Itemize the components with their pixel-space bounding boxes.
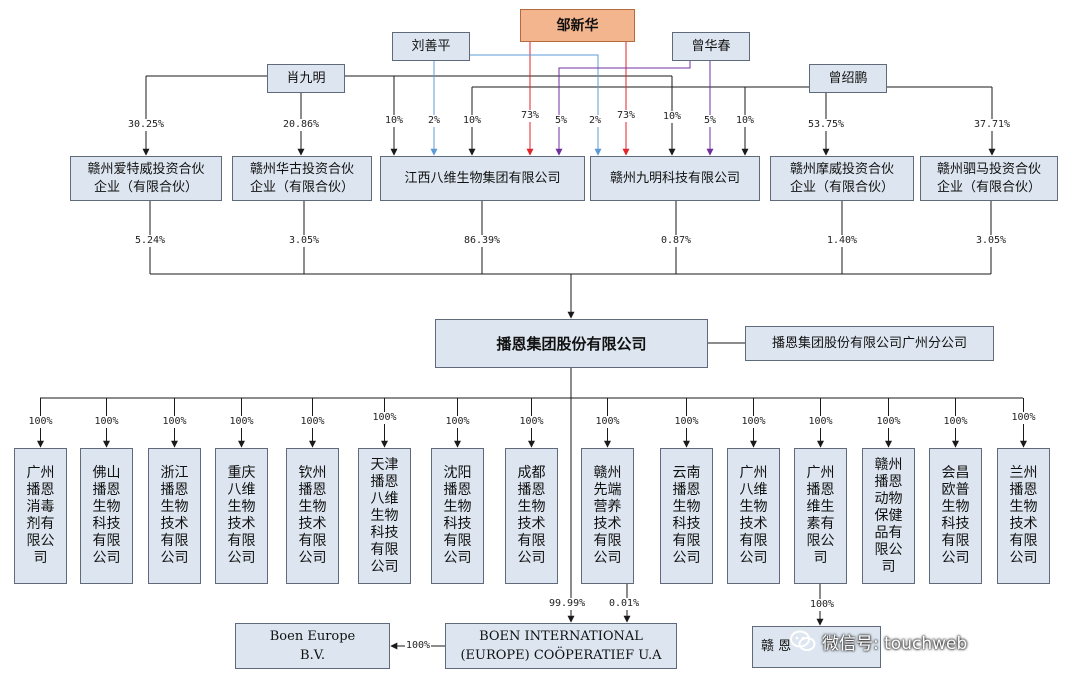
pct-liu-jiangxi: 2% bbox=[426, 115, 442, 127]
entity-boen-europe-bv: Boen Europe B.V. bbox=[235, 623, 390, 669]
pct-subsidiary-6: 100% bbox=[371, 412, 398, 424]
pct-zenghc-jiangxi: 5% bbox=[553, 115, 569, 127]
pct-zeng-jiangxi: 10% bbox=[461, 115, 483, 127]
pct-xianduan-boen-intl: 0.01% bbox=[608, 598, 641, 610]
pct-zou-jiuming: 73% bbox=[615, 110, 637, 122]
pct-subsidiary-8: 100% bbox=[518, 416, 545, 428]
connector-line-16 bbox=[470, 54, 602, 156]
person-zou-xinhua: 邹新华 bbox=[520, 9, 635, 42]
entity-jiangxi-bawei-group: 江西八维生物集团有限公司 bbox=[380, 156, 585, 201]
subsidiary-14: 会昌 欧普 生物 科技 有限 公司 bbox=[929, 448, 982, 584]
pct-liu-jiuming: 2% bbox=[587, 115, 603, 127]
pct-subsidiary-5: 100% bbox=[299, 416, 326, 428]
subsidiary-6: 天津 播恩 八维 生物 科技 有限 公司 bbox=[358, 448, 411, 584]
pct-zenghc-jiuming: 5% bbox=[702, 115, 718, 127]
wechat-watermark: 微信号: touchweb bbox=[790, 628, 967, 654]
subsidiary-8: 成都 播恩 生物 技术 有限 公司 bbox=[505, 448, 558, 584]
main-company-boen-group: 播恩集团股份有限公司 bbox=[435, 319, 708, 368]
pct-subsidiary-15: 100% bbox=[1010, 412, 1037, 424]
pct-subsidiary-7: 100% bbox=[444, 416, 471, 428]
entity-ganzhou-aitewei: 赣州爱特威投资合伙 企业（有限合伙） bbox=[70, 156, 222, 201]
pct-xiao-huagu: 20.86% bbox=[281, 119, 321, 131]
pct-xiao-jiuming: 10% bbox=[661, 111, 683, 123]
pct-aitewei-main: 5.24% bbox=[133, 235, 167, 247]
subsidiary-5: 钦州 播恩 生物 技术 有限 公司 bbox=[286, 448, 339, 584]
subsidiary-11: 广州 八维 生物 技术 有限 公司 bbox=[727, 448, 780, 584]
pct-xiao-aitewei: 30.25% bbox=[126, 119, 166, 131]
pct-jiuming-main: 0.87% bbox=[659, 235, 693, 247]
pct-zou-jiangxi: 73% bbox=[519, 110, 541, 122]
entity-ganzhou-huagu: 赣州华古投资合伙 企业（有限合伙） bbox=[232, 156, 372, 201]
pct-subsidiary-12: 100% bbox=[807, 416, 834, 428]
subsidiary-9: 赣州 先端 营养 技术 有限 公司 bbox=[581, 448, 634, 584]
subsidiary-10: 云南 播恩 生物 科技 有限 公司 bbox=[660, 448, 713, 584]
person-liu-shanping: 刘善平 bbox=[392, 32, 470, 61]
subsidiary-7: 沈阳 播恩 生物 科技 有限 公司 bbox=[431, 448, 484, 584]
pct-zeng-sima: 37.71% bbox=[972, 119, 1012, 131]
pct-subsidiary-10: 100% bbox=[673, 416, 700, 428]
subsidiary-12: 广州 播恩 维生 素有 限公 司 bbox=[794, 448, 847, 584]
pct-jiangxi-main: 86.39% bbox=[462, 235, 502, 247]
subsidiary-4: 重庆 八维 生物 技术 有限 公司 bbox=[215, 448, 268, 584]
subsidiary-13: 赣州 播恩 动物 保健 品有 限公 司 bbox=[862, 448, 915, 584]
person-zeng-shaopeng: 曾绍鹏 bbox=[809, 64, 887, 93]
pct-sima-main: 3.05% bbox=[974, 235, 1008, 247]
subsidiary-15: 兰州 播恩 生物 技术 有限 公司 bbox=[997, 448, 1050, 584]
entity-weisheng-subsidiary: 赣 恩 bbox=[752, 626, 881, 668]
pct-zeng-jiuming: 10% bbox=[734, 115, 756, 127]
subsidiary-3: 浙江 播恩 生物 技术 有限 公司 bbox=[148, 448, 201, 584]
pct-subsidiary-11: 100% bbox=[740, 416, 767, 428]
pct-mowei-main: 1.40% bbox=[825, 235, 859, 247]
watermark-text: 微信号: touchweb bbox=[822, 633, 968, 654]
entity-ganzhou-mowei: 赣州摩威投资合伙 企业（有限合伙） bbox=[770, 156, 914, 201]
person-zeng-huachun: 曾华春 bbox=[672, 32, 750, 61]
pct-zeng-mowei: 53.75% bbox=[806, 119, 846, 131]
branch-guangzhou: 播恩集团股份有限公司广州分公司 bbox=[745, 326, 994, 361]
subsidiary-1: 广州 播恩 消毒 剂有 限公 司 bbox=[14, 448, 67, 584]
pct-subsidiary-1: 100% bbox=[27, 416, 54, 428]
pct-subsidiary-4: 100% bbox=[228, 416, 255, 428]
pct-subsidiary-3: 100% bbox=[161, 416, 188, 428]
pct-huagu-main: 3.05% bbox=[287, 235, 321, 247]
pct-intl-europe: 100% bbox=[405, 640, 432, 652]
person-xiao-jiuming: 肖九明 bbox=[267, 64, 345, 93]
pct-weisheng-subsidiary: 100% bbox=[808, 599, 836, 611]
pct-subsidiary-2: 100% bbox=[93, 416, 120, 428]
pct-xiao-jiangxi: 10% bbox=[383, 115, 405, 127]
pct-subsidiary-13: 100% bbox=[875, 416, 902, 428]
entity-ganzhou-jiuming-tech: 赣州九明科技有限公司 bbox=[590, 156, 760, 201]
entity-ganzhou-sima: 赣州驷马投资合伙 企业（有限合伙） bbox=[920, 156, 1058, 201]
wechat-logo-icon bbox=[790, 630, 816, 651]
entity-boen-international: BOEN INTERNATIONAL (EUROPE) COÖPERATIEF … bbox=[445, 623, 677, 669]
connector-line-17 bbox=[555, 54, 691, 156]
pct-subsidiary-9: 100% bbox=[594, 416, 621, 428]
pct-main-boen-intl: 99.99% bbox=[548, 598, 587, 610]
pct-subsidiary-14: 100% bbox=[942, 416, 969, 428]
subsidiary-2: 佛山 播恩 生物 科技 有限 公司 bbox=[80, 448, 133, 584]
